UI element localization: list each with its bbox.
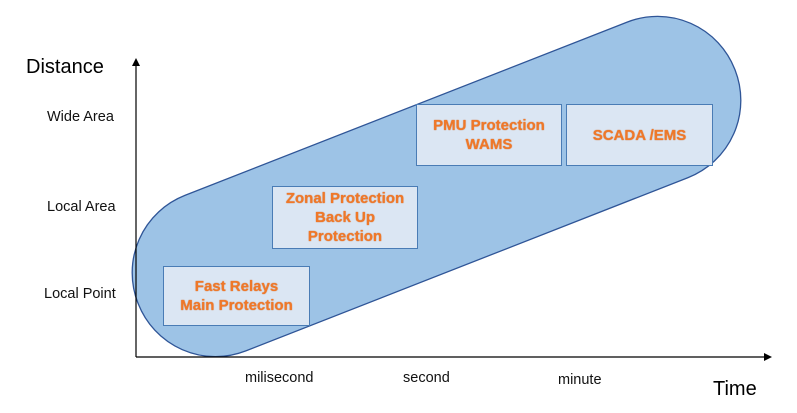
x-axis-title: Time bbox=[713, 378, 757, 400]
scada-line-1: SCADA /EMS bbox=[592, 126, 687, 144]
fast-relays-box: Fast Relays Main Protection bbox=[163, 266, 310, 326]
zonal-line-1: Zonal Protection bbox=[285, 190, 405, 207]
zonal-protection-box: Zonal Protection Back Up Protection bbox=[272, 186, 418, 249]
pmu-line-1: PMU Protection bbox=[433, 117, 545, 134]
zonal-line-3: Protection bbox=[307, 228, 383, 245]
y-tick-local-area: Local Area bbox=[47, 199, 116, 215]
x-tick-milisecond: milisecond bbox=[245, 370, 314, 386]
y-axis-title: Distance bbox=[26, 56, 104, 78]
pmu-line-2: WAMS bbox=[465, 136, 513, 153]
x-tick-second: second bbox=[403, 370, 450, 386]
y-tick-local-point: Local Point bbox=[44, 286, 116, 302]
x-tick-minute: minute bbox=[558, 372, 602, 388]
zonal-line-2: Back Up bbox=[314, 209, 376, 226]
fast-relays-line-2: Main Protection bbox=[180, 297, 293, 314]
pmu-protection-box: PMU Protection WAMS bbox=[416, 104, 562, 166]
scada-ems-box: SCADA /EMS bbox=[566, 104, 713, 166]
y-tick-wide-area: Wide Area bbox=[47, 109, 114, 125]
fast-relays-line-1: Fast Relays bbox=[194, 278, 279, 295]
